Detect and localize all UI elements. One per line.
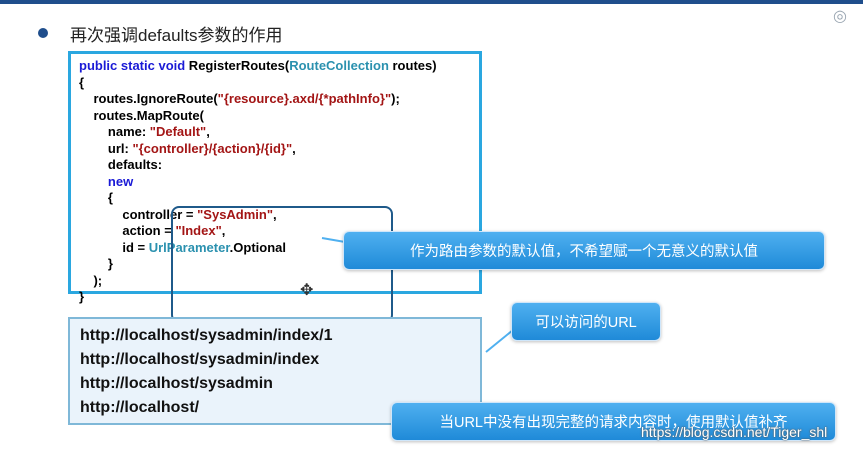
code-text: defaults:: [79, 157, 163, 172]
code-string: "{resource}.axd/{*pathInfo}": [217, 91, 392, 106]
code-text: );: [391, 91, 400, 106]
code-box: public static void RegisterRoutes(RouteC…: [68, 51, 482, 323]
code-text: ,: [273, 206, 277, 222]
code-string: "Default": [149, 124, 207, 139]
code-text: ,: [221, 223, 226, 238]
callout-fill-note: 当URL中没有出现完整的请求内容时，使用默认值补齐: [391, 402, 836, 441]
bullet-icon: [38, 28, 48, 38]
code-type: RouteCollection: [289, 58, 389, 73]
code-string: "SysAdmin": [197, 206, 274, 222]
url-list-box: http://localhost/sysadmin/index/1 http:/…: [68, 317, 482, 425]
code-text: }: [79, 256, 113, 271]
code-text: ,: [206, 124, 210, 139]
connector-line: [321, 237, 346, 243]
code-text: routes): [388, 58, 437, 73]
code-text: );: [79, 272, 103, 288]
callout-defaults-note: 作为路由参数的默认值，不希望赋一个无意义的默认值: [343, 231, 825, 270]
code-text: ,: [292, 140, 296, 156]
code-text: id =: [79, 239, 149, 255]
top-accent-bar: [0, 0, 863, 4]
code-text: routes.IgnoreRoute(: [79, 91, 218, 106]
callout-accessible-urls: 可以访问的URL: [511, 302, 661, 341]
connector-line: [485, 329, 514, 353]
url-item: http://localhost/sysadmin/index: [80, 351, 320, 368]
code-string: "{controller}/{action}/{id}": [132, 140, 293, 156]
code-text: .Optional: [229, 239, 287, 255]
code-block: public static void RegisterRoutes(RouteC…: [79, 58, 437, 306]
code-text: {: [79, 190, 113, 205]
code-keyword: public static void: [79, 58, 186, 73]
code-text: action =: [79, 223, 176, 238]
code-string: "Index": [175, 223, 222, 238]
watermark: https://blog.csdn.net/Tiger_shl: [641, 424, 828, 440]
code-text: name:: [79, 124, 150, 139]
code-text: RegisterRoutes(: [185, 58, 290, 73]
code-text: routes.MapRoute(: [79, 107, 204, 123]
url-item: http://localhost/: [80, 399, 200, 416]
url-item: http://localhost/sysadmin/index/1: [80, 327, 333, 344]
code-text: url:: [79, 140, 133, 156]
heading-row: 再次强调defaults参数的作用: [38, 20, 283, 46]
url-item: http://localhost/sysadmin: [80, 375, 273, 392]
corner-icon: ◎: [833, 8, 847, 25]
code-type: UrlParameter: [148, 239, 230, 255]
code-text: controller =: [79, 206, 198, 222]
code-text: }: [79, 289, 85, 304]
code-text: {: [79, 74, 85, 90]
move-cursor-icon: ✥: [300, 282, 314, 299]
slide-heading: 再次强调defaults参数的作用: [70, 25, 283, 45]
code-keyword: new: [79, 173, 134, 189]
